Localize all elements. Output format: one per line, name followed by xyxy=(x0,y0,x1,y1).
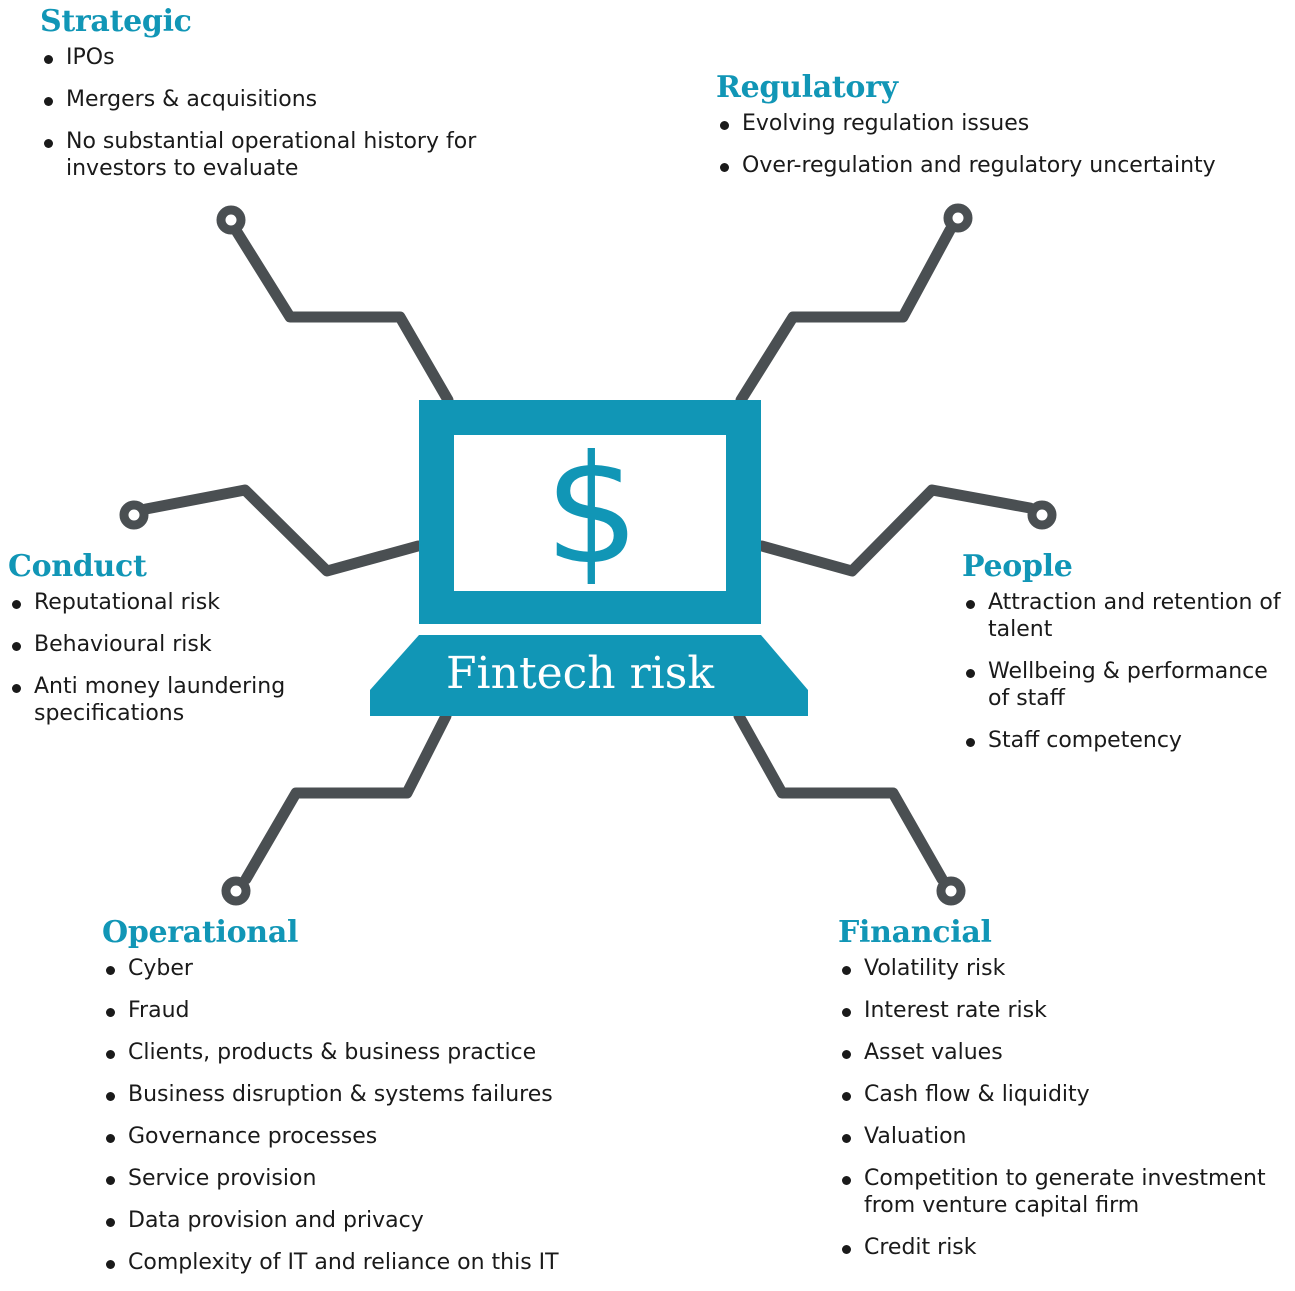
node-operational xyxy=(221,876,251,906)
list-item: Reputational risk xyxy=(8,589,338,616)
list-item: No substantial operational history for i… xyxy=(40,128,480,182)
list-item: Asset values xyxy=(838,1039,1288,1066)
list-item: Behavioural risk xyxy=(8,631,338,658)
connector-people xyxy=(756,484,1036,577)
list-item: Governance processes xyxy=(102,1123,622,1150)
node-financial xyxy=(936,876,966,906)
list-item: Fraud xyxy=(102,997,622,1024)
category-conduct: Conduct Reputational risk Behavioural ri… xyxy=(8,549,338,742)
category-list-strategic: IPOs Mergers & acquisitions No substanti… xyxy=(40,44,480,182)
list-item: Evolving regulation issues xyxy=(716,110,1286,137)
connector-lines xyxy=(140,224,1036,885)
list-item: IPOs xyxy=(40,44,480,71)
list-item: Clients, products & business practice xyxy=(102,1039,622,1066)
list-item: Competition to generate investment from … xyxy=(838,1165,1288,1219)
category-list-regulatory: Evolving regulation issues Over-regulati… xyxy=(716,110,1286,179)
list-item: Credit risk xyxy=(838,1234,1288,1261)
category-title-people: People xyxy=(962,549,1073,584)
node-conduct xyxy=(119,500,149,530)
list-item: Data provision and privacy xyxy=(102,1207,622,1234)
center-label: Fintech risk xyxy=(446,648,714,699)
list-item: Business disruption & systems failures xyxy=(102,1081,622,1108)
connector-end-nodes xyxy=(119,203,1057,906)
category-regulatory: Regulatory Evolving regulation issues Ov… xyxy=(716,70,1286,194)
list-item: Mergers & acquisitions xyxy=(40,86,480,113)
category-list-operational: Cyber Fraud Clients, products & business… xyxy=(102,955,622,1276)
list-item: Complexity of IT and reliance on this IT xyxy=(102,1249,622,1276)
category-list-conduct: Reputational risk Behavioural risk Anti … xyxy=(8,589,338,727)
category-financial: Financial Volatility risk Interest rate … xyxy=(838,915,1288,1276)
connector-strategic xyxy=(231,226,454,406)
list-item: Service provision xyxy=(102,1165,622,1192)
category-people: People Attraction and retention of talen… xyxy=(962,549,1292,769)
list-item: Valuation xyxy=(838,1123,1288,1150)
node-regulatory xyxy=(943,203,973,233)
category-operational: Operational Cyber Fraud Clients, product… xyxy=(102,915,622,1291)
node-people xyxy=(1027,500,1057,530)
category-title-regulatory: Regulatory xyxy=(716,70,898,105)
list-item: Wellbeing & performance of staff xyxy=(962,658,1292,712)
category-list-people: Attraction and retention of talent Wellb… xyxy=(962,589,1292,754)
laptop-screen-inner xyxy=(454,435,726,591)
category-title-operational: Operational xyxy=(102,915,299,950)
connector-financial xyxy=(733,710,948,885)
list-item: Staff competency xyxy=(962,727,1292,754)
node-strategic xyxy=(216,205,246,235)
laptop-base xyxy=(370,635,808,716)
list-item: Volatility risk xyxy=(838,955,1288,982)
dollar-icon: $ xyxy=(544,424,639,598)
connector-operational xyxy=(240,710,452,885)
connector-conduct xyxy=(140,484,424,577)
category-list-financial: Volatility risk Interest rate risk Asset… xyxy=(838,955,1288,1261)
laptop-icon: $ Fintech risk xyxy=(370,400,808,716)
list-item: Cash flow & liquidity xyxy=(838,1081,1288,1108)
connector-regulatory xyxy=(735,224,956,406)
category-title-financial: Financial xyxy=(838,915,992,950)
list-item: Interest rate risk xyxy=(838,997,1288,1024)
list-item: Over-regulation and regulatory uncertain… xyxy=(716,152,1286,179)
category-title-conduct: Conduct xyxy=(8,549,147,584)
list-item: Anti money laundering specifications xyxy=(8,673,338,727)
category-strategic: Strategic IPOs Mergers & acquisitions No… xyxy=(40,4,480,197)
list-item: Cyber xyxy=(102,955,622,982)
category-title-strategic: Strategic xyxy=(40,4,192,39)
list-item: Attraction and retention of talent xyxy=(962,589,1292,643)
